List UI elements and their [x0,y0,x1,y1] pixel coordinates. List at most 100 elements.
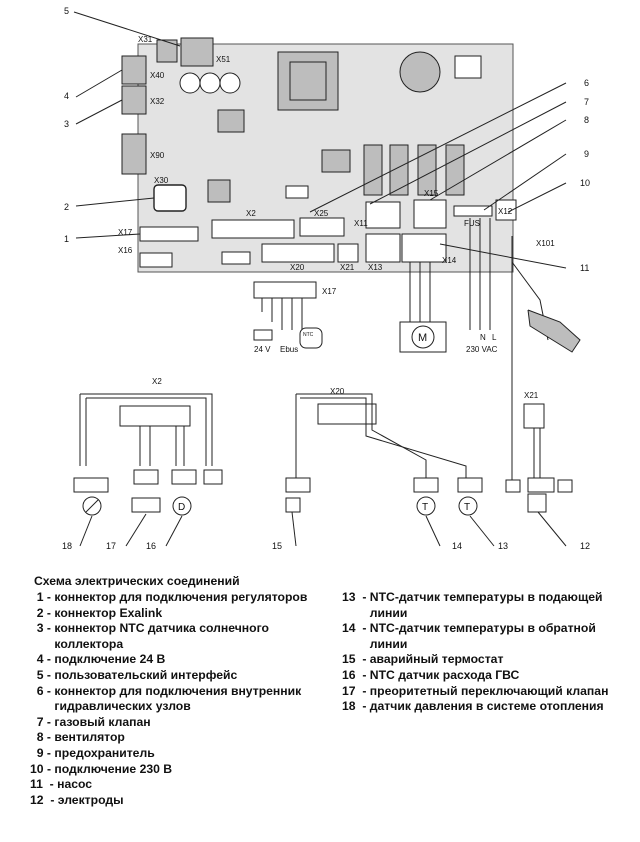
connector-x21-plug [523,403,545,429]
label-x16: X16 [118,246,133,255]
legend-item: 3 - коннектор NTC датчика солнечного кол… [30,621,320,652]
label-x20: X20 [290,263,305,272]
callout-17: 17 [106,541,116,551]
legend-item-text: насос [57,777,93,792]
connector-x51 [180,37,214,67]
callout-6: 6 [584,78,589,88]
label-x31: X31 [138,35,153,44]
label-x13: X13 [368,263,383,272]
callout-1: 1 [64,234,69,244]
callout-8: 8 [584,115,589,125]
callout-10: 10 [580,178,590,188]
legend-item: 4 - подключение 24 В [30,652,320,668]
label-x17: X17 [118,228,133,237]
label-x12: X12 [498,207,513,216]
legend-item: 15 - аварийный термостат [342,652,632,668]
connector-x2 [211,219,295,239]
electrode-plug [527,493,547,513]
legend-item-number: 9 - [30,745,55,760]
priority-valve [131,497,161,513]
ic-chip [454,55,482,79]
legend-item-text: электроды [57,792,124,807]
legend-item-number: 1 - [30,590,55,604]
label-fus: FUS [464,219,480,228]
legend-item: 7 - газовый клапан [30,715,320,731]
legend-right-column: 13 - NTC-датчик температуры в подающей л… [342,590,632,715]
legend-title: Схема электрических соединений [34,574,240,588]
label-x2-plug: X2 [152,377,162,386]
label-230vac: 230 VAC [466,345,498,354]
connector-x15 [413,199,447,229]
legend-item-text: коннектор для подключения регуляторов [54,590,308,604]
label-24v: 24 V [254,345,271,354]
legend-item: 12 - электроды [30,793,320,809]
flow-ntc-sensor [458,496,478,516]
label-x21-plug: X21 [524,391,539,400]
callout-16: 16 [146,541,156,551]
label-x11: X11 [354,219,368,228]
legend-item: 18 - датчик давления в системе отопления [342,699,632,715]
legend-item: 17 - преоритетный переключающий клапан [342,684,632,700]
legend-item: 13 - NTC-датчик температуры в подающей л… [342,590,632,621]
connector-x21 [337,243,359,263]
legend-item-text: преоритетный переключающий клапан [369,683,609,698]
legend-item-number: 2 - [30,605,55,620]
legend-item-number: 6 - [30,683,55,698]
legend-item: 6 - коннектор для подключения внутренник… [30,684,320,715]
legend-item: 9 - предохранитель [30,746,320,762]
legend-item: 10 - подключение 230 В [30,762,320,778]
capacitor [399,51,441,93]
connector-x31 [156,39,178,63]
connector-x11 [365,201,401,229]
legend-item-number: 10 - [30,761,55,776]
legend-item: 8 - вентилятор [30,730,320,746]
callout-11: 11 [580,263,589,273]
sensor-d-16: D [178,502,185,513]
relay-block [321,149,351,173]
legend-item-number: 11 - [30,777,58,792]
legend-item-text: пользовательский интерфейс [54,667,238,682]
label-x90: X90 [150,151,165,160]
label-x21: X21 [340,263,355,272]
chip-3 [207,179,231,203]
connector-x12 [495,199,517,221]
connector-x17 [139,226,199,242]
legend-item-text: NTC датчик расхода ГВС [369,667,520,682]
label-x32: X32 [150,97,165,106]
legend-item-text: коннектор для подключения внутренник гид… [54,683,302,714]
legend-item-number: 16 - [342,667,370,682]
motor-symbol: M [418,332,427,344]
legend-left-column: 1 - коннектор для подключения регуляторо… [30,590,320,808]
legend-item-number: 3 - [30,621,55,636]
connector-x90 [121,133,147,175]
connector-x16 [139,252,173,268]
connector-x14 [401,233,447,263]
fuse [453,205,493,217]
callout-3: 3 [64,119,69,129]
chip-2 [217,109,245,133]
legend-item-text: предохранитель [54,745,155,760]
connector-x40 [121,55,147,85]
callout-4: 4 [64,91,69,101]
label-x51: X51 [216,55,231,64]
callout-13: 13 [498,541,508,551]
label-x2: X2 [246,209,256,218]
legend-item-text: NTC-датчик температуры в подающей линии [369,590,603,620]
return-ntc-sensor [416,496,436,516]
connector-x17-plug [253,281,317,299]
label-l: L [492,333,497,342]
callout-14: 14 [452,541,462,551]
callout-15: 15 [272,541,282,551]
label-x17-plug: X17 [322,287,337,296]
legend-item: 16 - NTC датчик расхода ГВС [342,668,632,684]
relay-3 [219,72,241,94]
wiring-diagram: X31 X51 X40 X32 X90 X30 X17 X16 X2 X20 X… [62,6,590,551]
legend-item-number: 15 - [342,652,370,667]
label-x40: X40 [150,71,165,80]
legend-item-number: 5 - [30,667,55,682]
transformer [277,51,339,111]
legend-item: 11 - насос [30,777,320,793]
legend-item-number: 4 - [30,652,55,667]
callout-9: 9 [584,149,589,159]
connector-x25 [299,217,345,237]
